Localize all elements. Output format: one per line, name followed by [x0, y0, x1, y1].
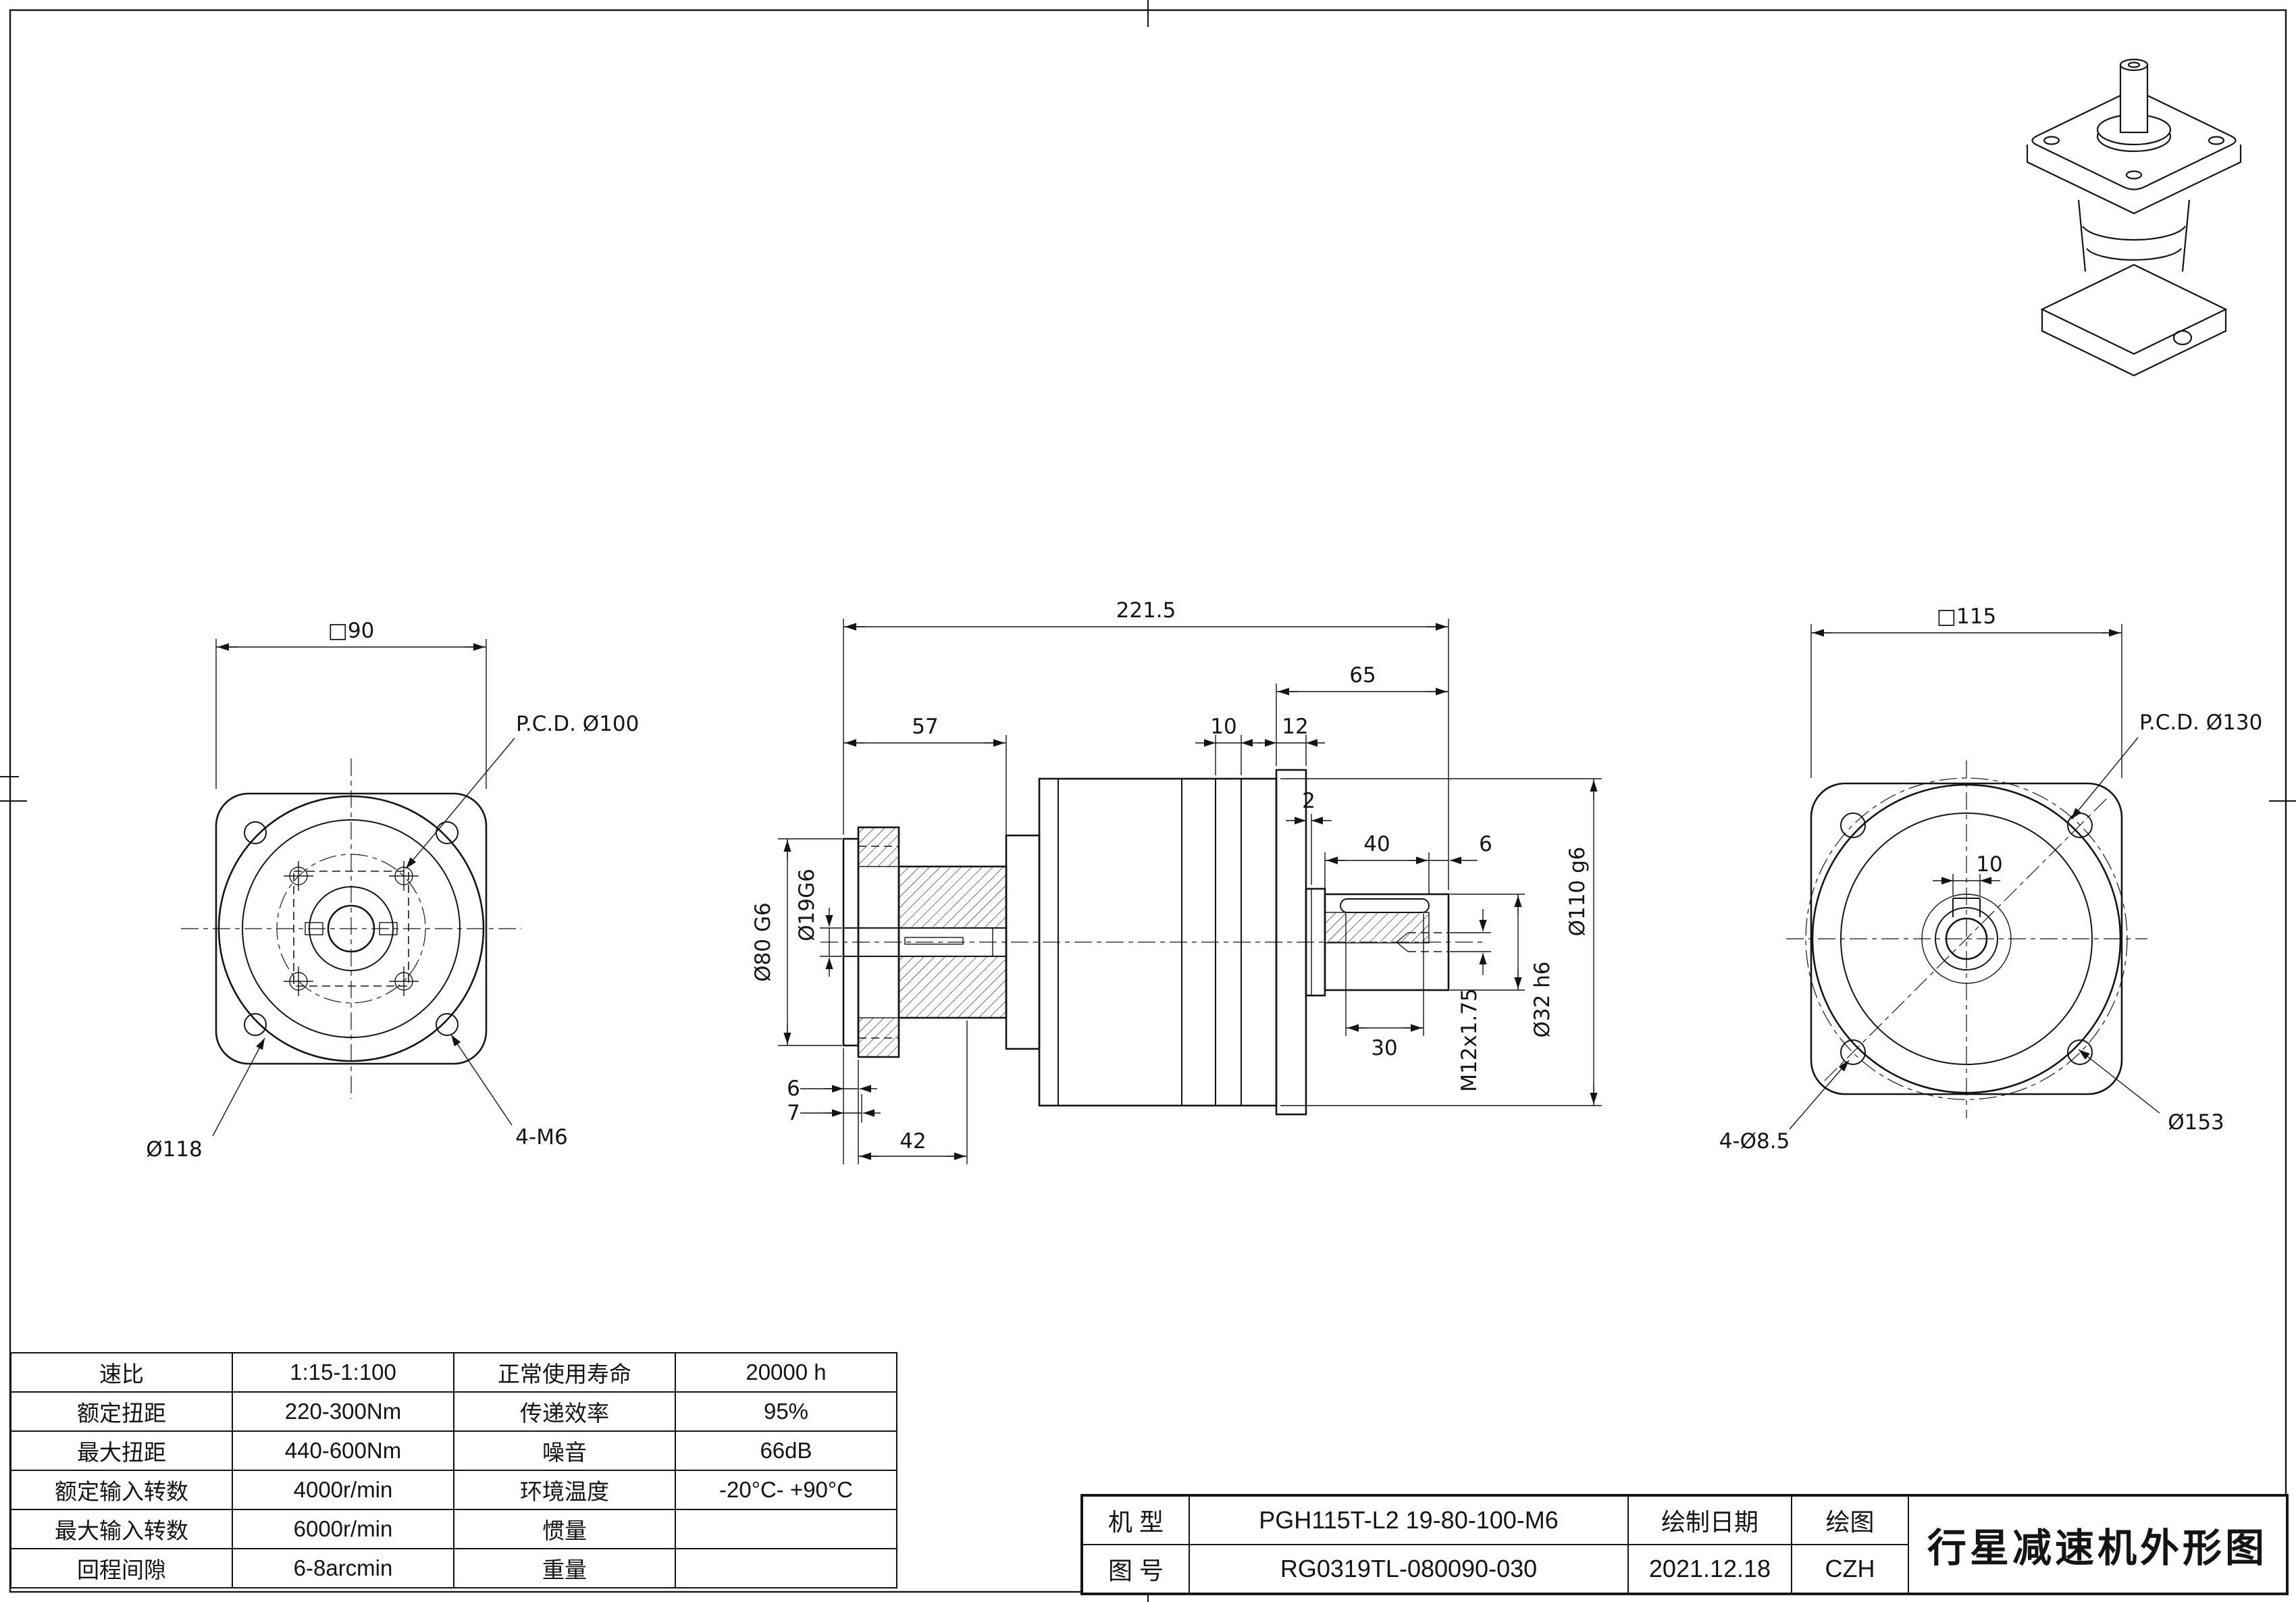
spec-table: 速比 1:15-1:100 正常使用寿命 20000 h 额定扭距 220-30… — [10, 1352, 897, 1588]
side-dim-30: 30 — [1371, 1036, 1397, 1060]
rear-dim-square: □115 — [1937, 604, 1996, 629]
rear-holes-label: 4-Ø8.5 — [1719, 1129, 1790, 1154]
front-dia-label: Ø118 — [146, 1137, 203, 1162]
front-pcd-circle — [276, 854, 426, 1004]
spec-value: 20000 h — [675, 1352, 897, 1393]
spec-value — [675, 1548, 897, 1588]
rear-body-circle — [1811, 783, 2122, 1094]
rear-dia-label: Ø153 — [2168, 1110, 2224, 1135]
drawing-no-value: RG0319TL-080090-030 — [1189, 1545, 1628, 1593]
side-key-slot — [1340, 898, 1430, 913]
spec-value: 6-8arcmin — [232, 1548, 454, 1588]
side-dim-57: 57 — [912, 715, 938, 739]
side-dim-6: 6 — [787, 1077, 800, 1101]
front-clearance-square — [293, 871, 409, 987]
side-bore-dia: Ø19G6 — [795, 869, 819, 941]
spec-value: 1:15-1:100 — [232, 1352, 454, 1393]
date-label: 绘制日期 — [1628, 1496, 1792, 1545]
spec-row: 额定输入转数 4000r/min 环境温度 -20°C- +90°C — [10, 1470, 897, 1510]
spec-value: -20°C- +90°C — [675, 1470, 897, 1510]
side-dim-12: 12 — [1282, 715, 1308, 739]
front-dim-square: □90 — [328, 619, 375, 643]
side-dim-42: 42 — [899, 1129, 926, 1154]
date-value: 2021.12.18 — [1628, 1545, 1792, 1593]
spec-row: 速比 1:15-1:100 正常使用寿命 20000 h — [10, 1352, 897, 1393]
spec-label: 环境温度 — [453, 1470, 676, 1510]
side-input-dia: Ø80 G6 — [751, 902, 775, 981]
spec-row: 最大输入转数 6000r/min 惯量 — [10, 1509, 897, 1549]
spec-label: 传递效率 — [453, 1391, 676, 1432]
front-view: □90 P.C.D. Ø100 Ø118 4-M6 — [146, 619, 639, 1162]
spec-label: 最大输入转数 — [10, 1509, 233, 1549]
spec-label: 噪音 — [453, 1430, 676, 1471]
spec-value: 6000r/min — [232, 1509, 454, 1549]
rear-pcd-label: P.C.D. Ø130 — [2139, 710, 2262, 735]
rear-flange-outline — [1810, 782, 2123, 1095]
spec-value: 66dB — [675, 1430, 897, 1471]
front-holes-label: 4-M6 — [515, 1125, 567, 1149]
side-view: 221.5 65 57 10 12 2 — [751, 598, 1602, 1164]
spec-row: 回程间隙 6-8arcmin 重量 — [10, 1548, 897, 1588]
side-dim-total: 221.5 — [1116, 598, 1176, 623]
side-dim-40: 40 — [1363, 832, 1390, 856]
draw-label: 绘图 — [1792, 1496, 1908, 1545]
title-block: 机 型 PGH115T-L2 19-80-100-M6 绘制日期 绘图 行星减速… — [1080, 1494, 2289, 1595]
rear-view: 10 □115 P.C.D. Ø130 4-Ø8.5 Ø153 — [1719, 604, 2263, 1154]
spec-label: 额定扭距 — [10, 1391, 233, 1432]
spec-label: 重量 — [453, 1548, 676, 1588]
model-label: 机 型 — [1082, 1496, 1189, 1545]
spec-value: 440-600Nm — [232, 1430, 454, 1471]
isometric-view — [2026, 58, 2242, 377]
author-value: CZH — [1792, 1545, 1908, 1593]
spec-value: 4000r/min — [232, 1470, 454, 1510]
side-dim-6-end: 6 — [1479, 832, 1492, 856]
rear-bore-circle — [1945, 917, 1988, 960]
side-dim-2: 2 — [1302, 789, 1315, 813]
spec-label: 惯量 — [453, 1509, 676, 1549]
spec-value: 95% — [675, 1391, 897, 1432]
rear-pcd-circle — [1805, 777, 2128, 1100]
side-body-dia: Ø110 g6 — [1565, 847, 1590, 937]
front-flange-outline — [215, 792, 488, 1065]
side-shaft-dia: Ø32 h6 — [1530, 961, 1555, 1037]
front-tapped-holes — [284, 861, 419, 996]
spec-label: 最大扭距 — [10, 1430, 233, 1471]
model-value: PGH115T-L2 19-80-100-M6 — [1189, 1496, 1628, 1545]
spec-row: 额定扭距 220-300Nm 传递效率 95% — [10, 1391, 897, 1432]
front-pcd-label: P.C.D. Ø100 — [516, 712, 639, 736]
side-dim-65: 65 — [1349, 663, 1376, 688]
front-bore-circle — [327, 904, 375, 953]
spec-row: 最大扭距 440-600Nm 噪音 66dB — [10, 1430, 897, 1471]
spec-label: 速比 — [10, 1352, 233, 1393]
spec-value: 220-300Nm — [232, 1391, 454, 1432]
side-dim-7: 7 — [787, 1101, 800, 1125]
spec-value — [675, 1509, 897, 1549]
side-thread-label: M12x1.75 — [1457, 988, 1482, 1092]
front-body-circle — [217, 795, 485, 1062]
drawing-no-label: 图 号 — [1082, 1545, 1189, 1593]
rear-dim-10: 10 — [1976, 852, 2002, 877]
spec-label: 回程间隙 — [10, 1548, 233, 1588]
drawing-title: 行星减速机外形图 — [1908, 1496, 2287, 1593]
spec-label: 正常使用寿命 — [453, 1352, 676, 1393]
side-dim-10: 10 — [1210, 715, 1236, 739]
spec-label: 额定输入转数 — [10, 1470, 233, 1510]
